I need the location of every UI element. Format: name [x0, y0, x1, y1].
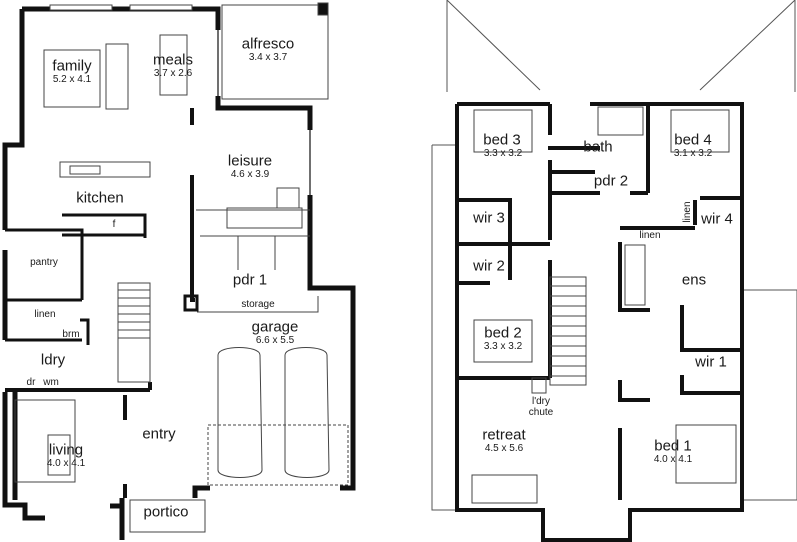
room-label-wir-2: wir 2: [473, 257, 505, 275]
appliance-label-wm: wm: [43, 377, 59, 388]
room-label-pdr-1: pdr 1: [232, 271, 268, 289]
room-label-leisure: leisure: [227, 152, 273, 170]
upper-floor-thin: [471, 106, 737, 504]
label-ldry-chute-1: l'dry: [531, 396, 551, 407]
room-label-bed-2: bed 2: [484, 324, 522, 342]
fridge-mark: f: [112, 219, 116, 230]
upper-floor-walls: [455, 102, 744, 542]
room-size-bed-2: 3.3 x 3.2: [483, 341, 523, 352]
room-label-storage: storage: [241, 299, 275, 310]
room-label-meals: meals: [152, 51, 194, 69]
appliance-label-dr: dr: [26, 377, 36, 388]
room-label-garage: garage: [251, 318, 299, 336]
room-size-leisure: 4.6 x 3.9: [230, 169, 270, 180]
room-label-bed-3: bed 3: [483, 131, 521, 149]
room-label-retreat: retreat: [482, 426, 526, 444]
room-label-pdr-2: pdr 2: [593, 172, 629, 190]
room-size-bed-3: 3.3 x 3.2: [483, 148, 523, 159]
upper-floor-roof: [431, 0, 797, 511]
room-label-entry: entry: [142, 425, 176, 443]
room-label-brm: brm: [62, 329, 80, 340]
room-label-portico: portico: [143, 503, 189, 521]
room-label-wir-4: wir 4: [701, 210, 733, 228]
room-size-bed-1: 4.0 x 4.1: [653, 454, 693, 465]
room-label-family: family: [52, 57, 92, 75]
room-label-wir-1: wir 1: [695, 353, 727, 371]
room-label-ldry: ldry: [40, 351, 66, 369]
room-label-wir-3: wir 3: [473, 209, 505, 227]
room-label-ens: ens: [681, 271, 707, 289]
room-size-alfresco: 3.4 x 3.7: [248, 52, 288, 63]
room-label-linen: linen: [34, 309, 56, 320]
label-ldry-chute-2: chute: [528, 407, 554, 418]
room-size-family: 5.2 x 4.1: [52, 74, 92, 85]
room-label-bed-1: bed 1: [654, 437, 692, 455]
room-size-meals: 3.7 x 2.6: [153, 68, 193, 79]
room-label-pantry: pantry: [30, 257, 58, 268]
room-label-bed-4: bed 4: [674, 131, 712, 149]
room-size-living: 4.0 x 4.1: [46, 458, 86, 469]
room-label-alfresco: alfresco: [241, 35, 295, 53]
room-size-retreat: 4.5 x 5.6: [484, 443, 524, 454]
room-size-garage: 6.6 x 5.5: [255, 335, 295, 346]
ground-floor-thin: [5, 2, 349, 533]
room-label-living: living: [48, 441, 84, 459]
room-label-kitchen: kitchen: [76, 189, 124, 207]
room-label-linen-vertical: linen: [682, 201, 693, 223]
room-label-bath: bath: [583, 138, 613, 156]
room-label-linen: linen: [639, 230, 661, 241]
room-size-bed-4: 3.1 x 3.2: [673, 148, 713, 159]
